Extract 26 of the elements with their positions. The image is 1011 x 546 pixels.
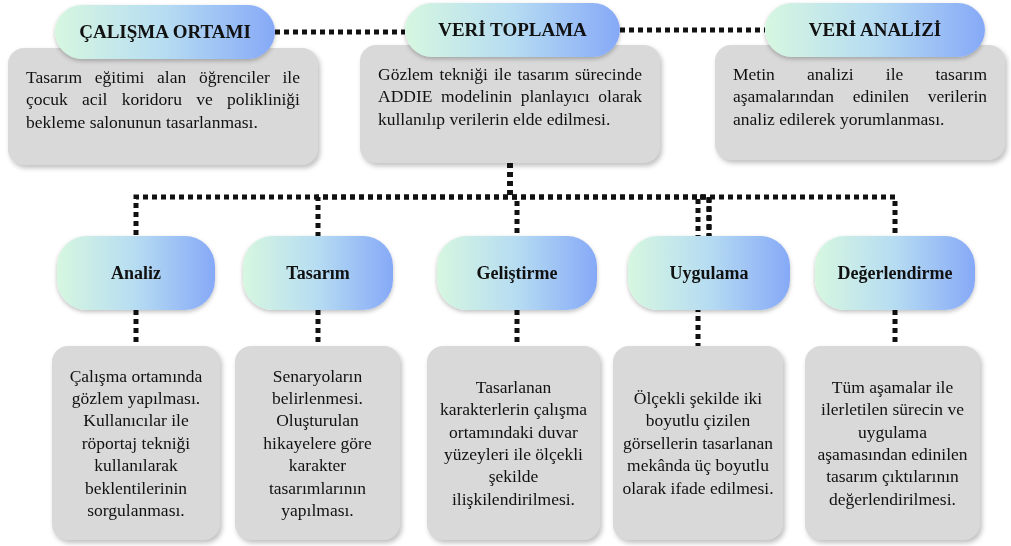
- description-text: Metin analizi ile tasarım aşamalarından edinilen verilerin analiz edilerek yorumlanması.: [733, 63, 987, 131]
- dotted-connector: [507, 163, 898, 236]
- description-text: Tasarım eğitimi alan öğrenciler ile çocuk acil koridoru ve polikliniği bekleme salonunun tasarlanması.: [26, 66, 300, 134]
- description-card: [360, 45, 660, 163]
- description-text: Ölçekli şekilde iki boyutlu çizilen görsellerin tasarlanan mekânda üç boyutlu olarak ifade edilmesi.: [621, 387, 775, 499]
- stage-pill: Geliştirme: [437, 236, 597, 310]
- stage-pill: ÇALIŞMA ORTAMI: [55, 5, 275, 59]
- description-text: Gözlem tekniği ile tasarım sürecinde ADDIE modelinin planlayıcı olarak kullanılıp verilerin elde edilmesi.: [378, 63, 642, 131]
- description-text: Tasarlanan karakterlerin çalışma ortamındaki duvar yüzeyleri ile ölçekli şekilde ilişkilendirilmesi.: [438, 375, 589, 511]
- stage-pill: Tasarım: [243, 236, 393, 310]
- description-card: [52, 346, 220, 540]
- stage-pill: Analiz: [57, 236, 215, 310]
- description-card: [613, 346, 783, 540]
- description-card: [8, 48, 318, 165]
- description-card: [715, 45, 1005, 160]
- description-text: Tüm aşamalar ile ilerletilen sürecin ve uygulama aşamasından edinilen tasarım çıktılarının değerlendirilmesi.: [816, 375, 969, 511]
- stage-pill: Uygulama: [628, 236, 790, 310]
- description-text: Senaryoların belirlenmesi. Oluşturulan hikayelere göre karakter tasarımlarının yapılması.: [262, 364, 373, 522]
- stage-pill: VERİ TOPLAMA: [405, 3, 620, 57]
- description-card: [427, 346, 600, 540]
- dotted-connector: [275, 29, 405, 35]
- stage-pill: VERİ ANALİZİ: [765, 3, 985, 57]
- stage-pill: Değerlendirme: [815, 236, 975, 310]
- description-card: [805, 346, 980, 540]
- description-card: [235, 346, 400, 540]
- description-text: Çalışma ortamında gözlem yapılması. Kullanıcılar ile röportaj tekniği kullanılarak beklentilerinin sorgulanması.: [68, 364, 204, 522]
